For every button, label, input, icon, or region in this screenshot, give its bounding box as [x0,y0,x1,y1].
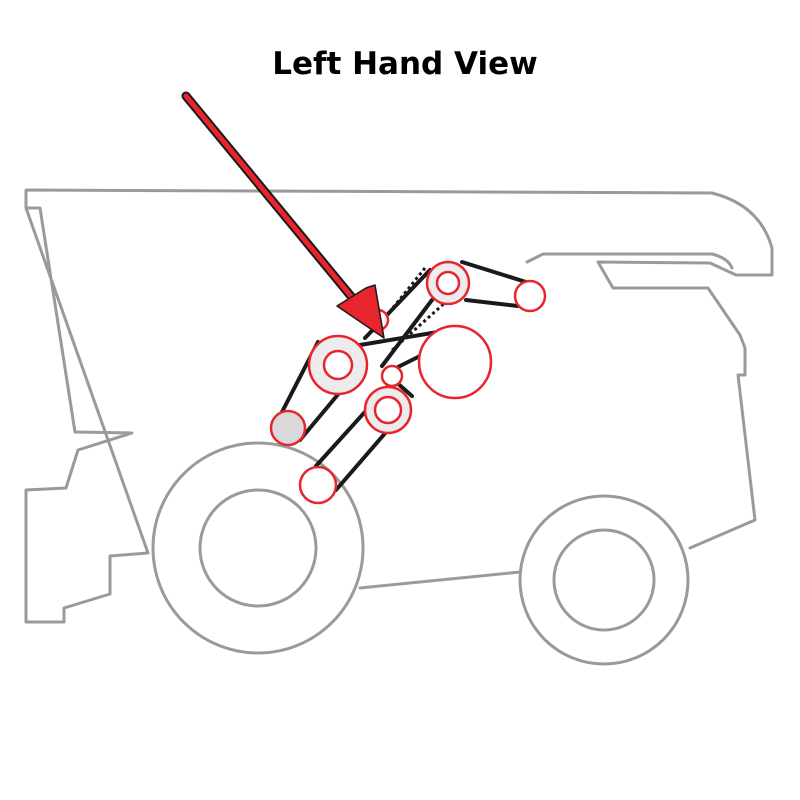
pulleys [269,260,547,505]
combine-body [24,188,774,624]
arrow-icon [181,91,385,339]
bottom-pulley [298,465,338,505]
top-pulley-hub [435,270,461,296]
front-wheel [151,441,365,655]
center-small-pulley [380,364,404,388]
belt-segment [460,260,528,284]
rear-wheel [518,494,690,666]
rear-rim [552,528,656,632]
belt-segment [394,354,422,370]
left-large-pulley-hub [322,349,354,381]
front-rim [198,488,318,608]
lower-center-pulley-hub [373,395,403,425]
lower-left-pulley [269,409,307,447]
belt-segment [358,330,440,347]
combine-outline [24,188,774,624]
rear-tire [518,494,690,666]
belt-segment [464,298,520,308]
diagram-title: Left Hand View [272,46,538,82]
rear-panel [525,252,734,270]
belt-segment [380,298,434,368]
front-tire [151,441,365,655]
large-drive-pulley [417,324,493,400]
arrow-shaft-fill [183,93,367,315]
right-small-pulley [513,279,547,313]
arrow-head [336,284,385,339]
